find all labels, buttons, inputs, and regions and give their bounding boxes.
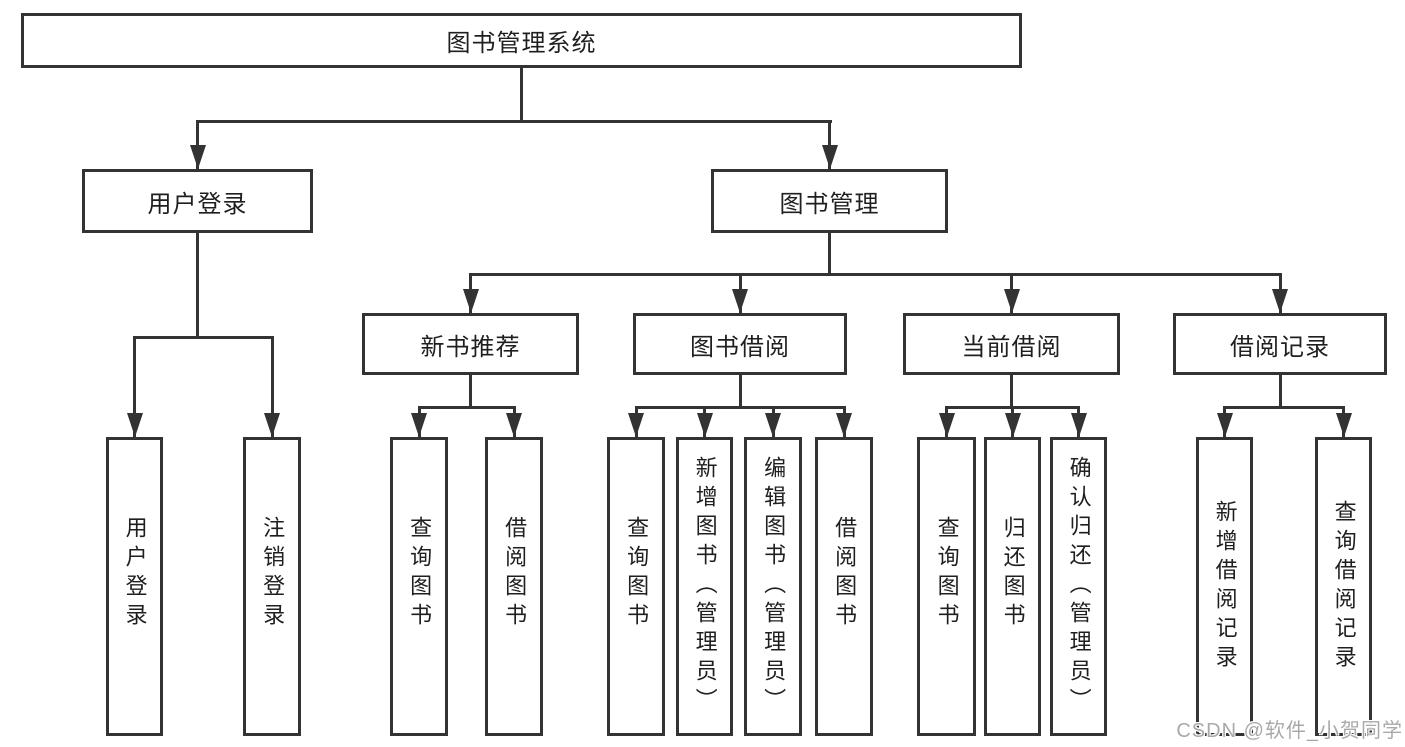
leaf-query-books: 查询图书	[390, 437, 448, 736]
connector-line	[196, 120, 199, 169]
node-label: 查询图书	[624, 515, 650, 632]
arrow-down-icon	[939, 413, 955, 437]
leaf-confirm-return-admin: 确认归还（管理员）	[1050, 437, 1107, 736]
leaf-borrow-books: 借阅图书	[815, 437, 873, 736]
leaf-return-books: 归还图书	[984, 437, 1041, 736]
arrow-down-icon	[1005, 413, 1021, 437]
arrow-down-icon	[127, 413, 143, 437]
connector-line	[196, 233, 199, 336]
node-label: 借阅记录	[1230, 333, 1330, 361]
connector-line	[469, 375, 472, 406]
arrow-down-icon	[732, 289, 748, 313]
node-label: 注销登录	[260, 515, 286, 632]
leaf-query-borrow-record: 查询借阅记录	[1315, 437, 1372, 736]
connector-line	[828, 233, 831, 273]
leaf-query-books: 查询图书	[917, 437, 976, 736]
node-label: 查询图书	[934, 515, 960, 632]
arrow-down-icon	[1071, 413, 1087, 437]
connector-line	[271, 336, 274, 437]
csdn-watermark: CSDN @软件_小贺同学	[1176, 720, 1403, 742]
node-root-library-management-system: 图书管理系统	[21, 13, 1022, 68]
node-label: 确认归还（管理员）	[1066, 456, 1092, 717]
connector-line	[418, 406, 516, 409]
arrow-down-icon	[697, 413, 713, 437]
leaf-logout: 注销登录	[243, 437, 301, 736]
node-label: 新增借阅记录	[1212, 499, 1238, 674]
connector-line	[1010, 375, 1013, 406]
connector-line	[469, 273, 1282, 276]
arrow-down-icon	[190, 145, 206, 169]
node-label: 图书管理系统	[446, 30, 597, 57]
connector-line	[1279, 375, 1282, 406]
connector-line	[739, 375, 742, 406]
node-label: 用户登录	[147, 190, 248, 218]
arrow-down-icon	[1217, 413, 1233, 437]
node-user-login: 用户登录	[82, 169, 313, 233]
node-label: 借阅图书	[502, 515, 528, 632]
connector-line	[133, 336, 136, 437]
connector-line	[520, 68, 523, 120]
leaf-add-borrow-record: 新增借阅记录	[1196, 437, 1253, 736]
arrow-down-icon	[822, 145, 838, 169]
node-label: 查询借阅记录	[1331, 499, 1357, 674]
arrow-down-icon	[264, 413, 280, 437]
node-label: 编辑图书（管理员）	[761, 456, 787, 717]
node-new-book-recommendation: 新书推荐	[362, 313, 579, 375]
node-label: 当前借阅	[961, 333, 1062, 361]
node-book-management: 图书管理	[711, 169, 948, 233]
arrow-down-icon	[1336, 413, 1352, 437]
leaf-query-books: 查询图书	[607, 437, 665, 736]
arrow-down-icon	[463, 289, 479, 313]
node-label: 查询图书	[407, 515, 433, 632]
leaf-edit-books-admin: 编辑图书（管理员）	[744, 437, 802, 736]
connector-line	[635, 406, 846, 409]
node-current-borrowing: 当前借阅	[903, 313, 1120, 375]
connector-line	[1223, 406, 1345, 409]
leaf-add-books-admin: 新增图书（管理员）	[676, 437, 733, 736]
arrow-down-icon	[411, 413, 427, 437]
node-label: 归还图书	[1000, 515, 1026, 632]
arrow-down-icon	[506, 413, 522, 437]
connector-line	[196, 120, 832, 123]
leaf-user-login: 用户登录	[106, 437, 163, 736]
node-book-borrowing: 图书借阅	[633, 313, 847, 375]
node-label: 新书推荐	[420, 333, 521, 361]
arrow-down-icon	[628, 413, 644, 437]
node-borrowing-records: 借阅记录	[1173, 313, 1387, 375]
arrow-down-icon	[1272, 289, 1288, 313]
arrow-down-icon	[765, 413, 781, 437]
node-label: 新增图书（管理员）	[692, 456, 718, 717]
node-label: 图书借阅	[690, 333, 790, 361]
arrow-down-icon	[1004, 289, 1020, 313]
connector-line	[133, 336, 274, 339]
arrow-down-icon	[836, 413, 852, 437]
node-label: 借阅图书	[832, 515, 858, 632]
leaf-borrow-books: 借阅图书	[485, 437, 543, 736]
node-label: 图书管理	[779, 190, 880, 218]
node-label: 用户登录	[122, 515, 148, 632]
connector-line	[828, 120, 831, 169]
